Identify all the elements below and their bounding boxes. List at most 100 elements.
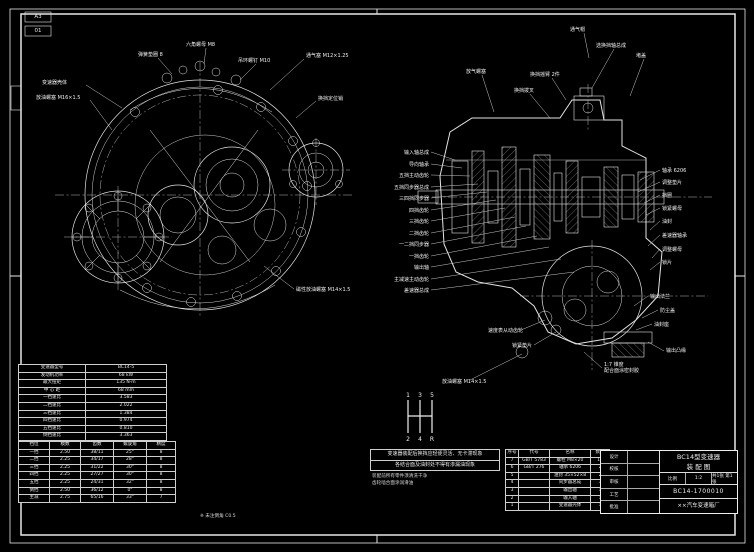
table-cell: 4 [505, 479, 519, 488]
leader-line [551, 77, 567, 101]
table-cell: 2.25 [49, 463, 81, 473]
leader-line [481, 74, 495, 113]
callout-label: 四挡齿轮 [409, 207, 429, 214]
leader-line [645, 207, 661, 216]
table-cell: 最大扭矩 [18, 379, 86, 388]
table-cell: 名称 [549, 449, 591, 458]
table-cell: 2.25 [49, 478, 81, 488]
leader-line [591, 48, 615, 89]
table-cell: 输入轴 [549, 494, 591, 504]
table-cell [518, 494, 550, 504]
table-cell: 2.50 [49, 486, 81, 496]
callout-label: 变速器壳体 [42, 79, 67, 86]
callout-label: 2 [406, 436, 410, 443]
title-block: 设计 校核 审核 工艺 批准 BC14型变速器 装 配 图 比例 1:2 [600, 450, 738, 514]
signature-row: 设计 [601, 451, 659, 464]
leader-line [520, 319, 546, 331]
leader-line [633, 295, 649, 307]
callout-label: 油封座 [654, 321, 669, 328]
callout-label: R [430, 436, 434, 443]
callout-label: 输出法兰 [650, 293, 670, 300]
table-cell: 2.75 [49, 494, 81, 503]
leader-line [430, 183, 479, 188]
table-cell: 五挡速比 [18, 424, 86, 434]
callout-label: 油封 [662, 218, 672, 225]
technical-notes-box: 变速器装配后换挡应轻便灵活、无卡滞现象各结合面及油封处不得有渗漏油现象 [370, 449, 500, 471]
zone-label-b: 01 [34, 28, 42, 34]
signature-row: 批准 [601, 501, 659, 513]
signature-blank [628, 489, 659, 501]
table-cell: 8 [146, 486, 176, 496]
table-cell: 轴承 6206 [549, 464, 591, 473]
signature-blank [628, 476, 659, 488]
corner-note: ※ 未注倒角 C0.5 [200, 514, 236, 519]
callout-label: 防尘盖 [660, 307, 675, 314]
table-cell: 65/16 [80, 494, 114, 503]
table-cell: 变速器装配后换挡应轻便灵活、无卡滞现象 [370, 449, 500, 461]
table-cell: 主减 [18, 494, 50, 503]
role-label: 审核 [601, 476, 628, 488]
callout-label: 三四挡同步器 [399, 195, 429, 202]
leader-line [430, 235, 538, 257]
table-cell: 倒挡速比 [18, 432, 86, 441]
table-cell: 三挡 [18, 463, 50, 473]
table-cell: 油封 35×52×8 [549, 471, 591, 481]
leader-line [85, 84, 123, 109]
table-cell [518, 502, 550, 511]
scale-sheet-row: 比例 1:2 共1张 第1张 [660, 473, 737, 485]
sheet-count: 共1张 第1张 [712, 473, 733, 485]
table-cell: 8 [146, 456, 176, 465]
table-cell: 模数 [49, 441, 81, 450]
leader-line [647, 341, 665, 352]
table-cell: 螺栓 M8×20 [549, 456, 591, 466]
drawing-number: BC14-1700010 [660, 485, 737, 499]
callout-label: 速度表从动齿轮 [488, 327, 523, 334]
role-label: 工艺 [601, 488, 628, 501]
drawing-title: BC14型变速器 装 配 图 [660, 451, 737, 473]
table-cell: 螺旋角 [113, 441, 147, 450]
callout-label: 三挡齿轮 [409, 218, 429, 225]
gearbox-section-view [417, 87, 665, 359]
table-cell: 发动机功率 [18, 371, 86, 381]
table-cell: 8 [146, 478, 176, 488]
table-cell: 27/27 [80, 471, 114, 480]
callout-label: 通气塞 M12×1.25 [306, 52, 349, 59]
leader-line [430, 191, 488, 199]
leader-line [641, 309, 659, 319]
gearbox-end-view [71, 60, 344, 311]
leader-line [430, 163, 463, 169]
table-cell: 0° [113, 486, 147, 496]
leader-line [430, 246, 550, 268]
table-cell: 30° [113, 463, 147, 473]
table-cell: 各结合面及油封处不得有渗漏油现象 [370, 459, 500, 471]
table-cell: 33° [113, 494, 147, 503]
callout-label: 3 [418, 392, 422, 399]
callout-label: 二挡齿轮 [409, 230, 429, 237]
table-cell: 5 [505, 471, 519, 481]
callout-label: 换挡拨叉 [514, 87, 534, 94]
role-label: 批准 [601, 501, 628, 513]
table-cell: 挡位 [18, 441, 50, 450]
leader-line [269, 58, 305, 91]
drawing-frame [9, 8, 746, 544]
callout-label: 1 [406, 392, 410, 399]
callout-label: 输出轴 [414, 264, 429, 271]
signature-row: 审核 [601, 476, 659, 489]
drawing-title-line2: 装 配 图 [686, 463, 711, 471]
callout-label: 换挡定位销 [318, 95, 343, 102]
signature-blank [628, 501, 659, 513]
callout-label: 差速器总成 [404, 287, 429, 294]
callout-label: 调整螺母 [662, 246, 682, 253]
table-cell: 一挡速比 [18, 394, 86, 403]
table-cell: 3 [505, 486, 519, 496]
leader-line [643, 194, 661, 204]
table-cell: 输出轴 [549, 486, 591, 496]
callout-label: 一挡齿轮 [409, 253, 429, 260]
table-cell: 变速器壳体 [549, 502, 591, 511]
leader-line [583, 32, 590, 59]
table-cell: 68 kW [85, 371, 167, 381]
note-line-1: 装配前所有零件须清洗干净 [372, 474, 428, 479]
callout-label: 五挡主动齿轮 [399, 172, 429, 179]
leader-line [469, 353, 523, 381]
